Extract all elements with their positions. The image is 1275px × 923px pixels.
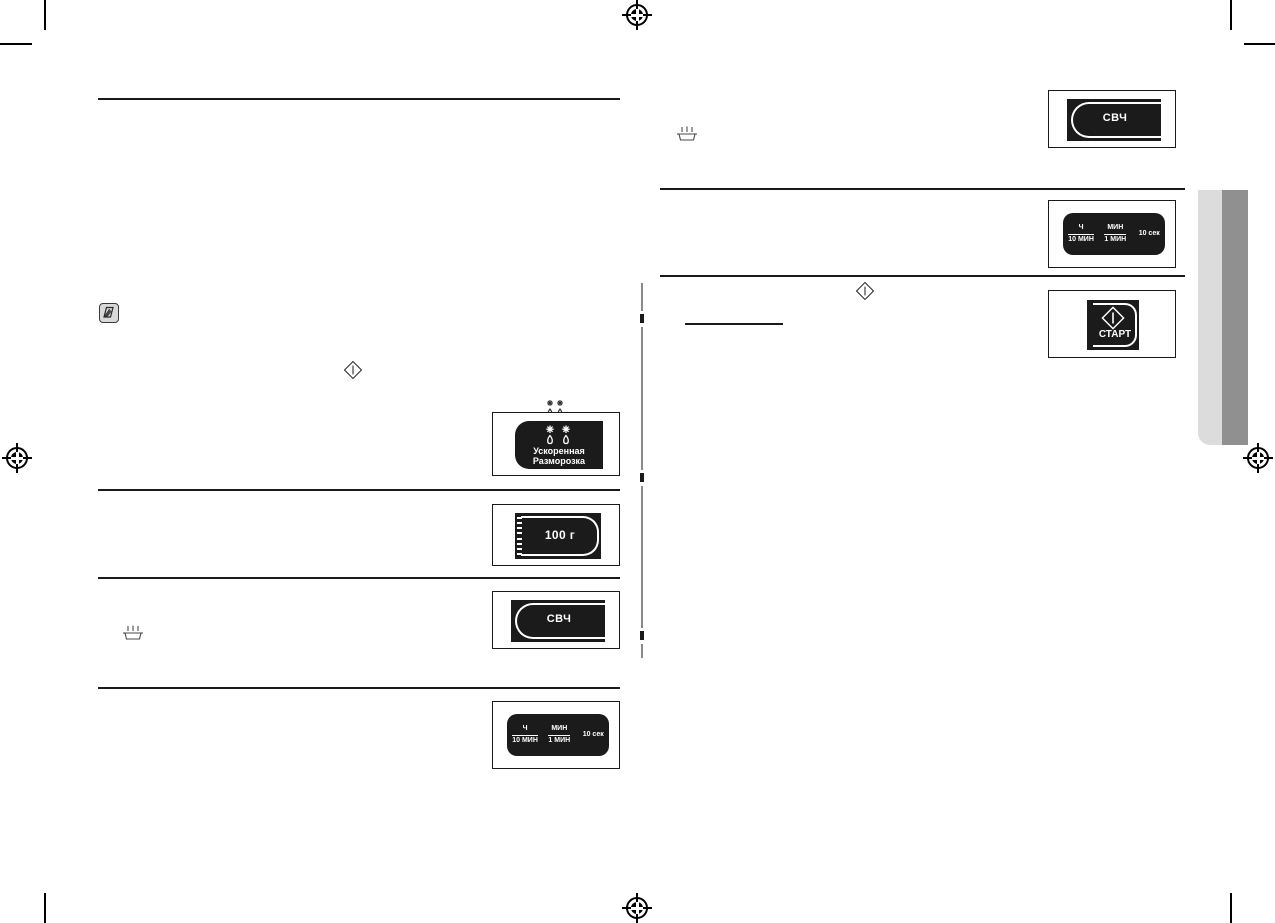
column-divider-tick-3 [640,631,644,640]
crop-mark-top-left-horizontal [0,43,32,45]
side-thumb-index-tab [1198,190,1248,445]
column-divider-tick-2 [640,473,644,482]
time-key-hour-top: Ч [1068,224,1094,235]
column-divider-segment-2 [641,327,643,470]
weight-key-outline [521,516,599,556]
time-key-hour: Ч 10 МИН [1068,224,1094,243]
section-rule-top [98,98,620,100]
section-rule-right-2 [660,275,1185,277]
time-key-minute-bottom: 1 МИН [548,736,571,744]
crop-mark-top-right-vertical [1230,0,1232,30]
microwave-steam-icon-inline-left [122,625,144,643]
note-pen-icon [99,303,119,323]
time-keys-body: Ч 10 МИН МИН 1 МИН 10 сек [507,714,609,756]
right-text-column: СВЧ Ч 10 МИН МИН 1 МИН 10 сек [660,90,1185,790]
figure-time-buttons-right: Ч 10 МИН МИН 1 МИН 10 сек [1048,200,1176,268]
start-diamond-icon [1101,306,1125,330]
start-diamond-icon-inline-right [856,282,874,300]
start-button-label: СТАРТ [1098,329,1132,340]
time-key-hour: Ч 10 МИН [512,725,538,744]
registration-target-icon-right [1243,443,1273,473]
column-divider-segment-3 [641,486,643,628]
body-text-underline [685,323,783,325]
microwave-key-outline [515,603,607,639]
start-diamond-icon-inline-left [344,361,362,379]
defrost-label-line-1: Ускоренная [533,446,585,456]
defrost-label-line-2: Разморозка [532,456,586,467]
microwave-steam-icon-inline-right [676,126,698,144]
figure-microwave-button-right: СВЧ [1048,90,1176,148]
time-keys-body: Ч 10 МИН МИН 1 МИН 10 сек [1063,213,1165,255]
defrost-key-body [515,421,603,469]
left-text-column: Ускоренная Разморозка 100 г [98,90,623,790]
snowflake-droplet-icon [515,424,603,446]
figure-time-buttons: Ч 10 МИН МИН 1 МИН 10 сек [492,701,620,769]
column-divider-tick-1 [640,314,644,323]
time-keys-group: Ч 10 МИН МИН 1 МИН 10 сек [1063,213,1165,255]
defrost-button-label: Ускоренная Разморозка [515,446,603,466]
time-key-seconds: 10 сек [582,730,604,738]
time-key-minute-top: МИН [548,725,571,736]
figure-microwave-button: СВЧ [492,591,620,649]
column-divider-segment-4 [641,644,643,658]
thumb-tab-dark-band [1222,190,1248,445]
time-key-hour-bottom: 10 МИН [512,736,538,744]
thumb-tab-light-band [1198,190,1222,445]
microwave-button-label: СВЧ [546,613,572,625]
time-key-minute: МИН 1 МИН [1104,224,1127,243]
section-rule-3 [98,577,620,579]
section-rule-2 [98,489,620,491]
time-key-hour-top: Ч [512,725,538,736]
registration-target-icon-left [2,443,32,473]
time-key-minute-bottom: 1 МИН [1104,235,1127,243]
time-key-seconds: 10 сек [1138,229,1160,237]
section-rule-right-1 [660,188,1185,190]
column-divider-segment-1 [641,283,643,311]
crop-mark-bottom-right-vertical [1230,893,1232,923]
registration-target-icon-bottom [622,893,652,923]
crop-mark-top-right-horizontal [1244,43,1275,45]
registration-target-icon-top [622,0,652,30]
crop-mark-bottom-left-vertical [44,893,46,923]
figure-start-button: СТАРТ [1048,290,1176,358]
time-key-minute-top: МИН [1104,224,1127,235]
dial-tick-marks [517,517,522,555]
time-key-minute: МИН 1 МИН [548,725,571,744]
weight-button-label: 100 г [544,528,576,542]
figure-weight-100g-button: 100 г [492,504,620,566]
microwave-button-label: СВЧ [1102,112,1128,124]
section-rule-4 [98,687,620,689]
time-keys-group: Ч 10 МИН МИН 1 МИН 10 сек [507,714,609,756]
microwave-key-outline [1071,102,1163,138]
start-key-outline [1093,303,1137,347]
figure-quick-defrost-button: Ускоренная Разморозка [492,412,620,476]
time-key-hour-bottom: 10 МИН [1068,235,1094,243]
crop-mark-top-left-vertical [44,0,46,30]
